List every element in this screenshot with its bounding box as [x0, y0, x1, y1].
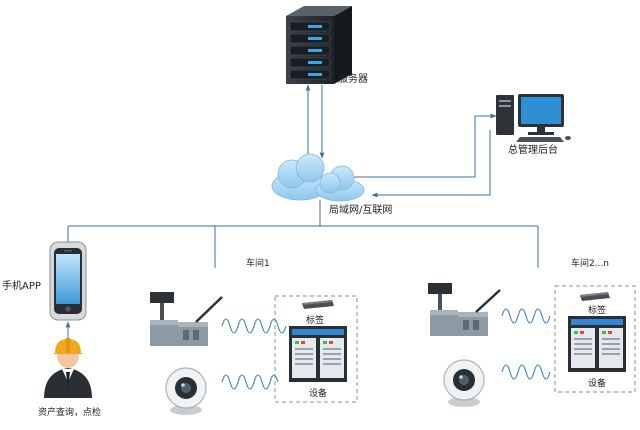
rfid-tag-icon — [302, 300, 334, 309]
device-box — [554, 285, 636, 393]
rfid-tag-icon — [580, 292, 610, 301]
workshop1-label: 车间1 — [246, 257, 270, 269]
device1-label: 设备 — [309, 387, 327, 399]
device2-label: 设备 — [588, 377, 606, 389]
server-label: 服务器 — [338, 72, 368, 85]
cloud-to-admin-arrow — [350, 113, 497, 178]
server-icon — [286, 6, 352, 84]
signal-wave — [501, 308, 551, 324]
worker-icon — [44, 338, 92, 398]
admin-to-cloud-arrow — [371, 130, 491, 198]
desktop-computer-icon — [496, 94, 571, 142]
webcam-icon — [165, 367, 207, 415]
signal-wave — [221, 374, 279, 390]
tag1-label: 标签 — [306, 314, 324, 326]
equipment-cabinet-icon — [568, 316, 626, 372]
connection-lines — [65, 84, 539, 344]
admin-label: 总管理后台 — [508, 143, 558, 156]
network-label: 局域网/互联网 — [329, 203, 392, 216]
workshop1-group: 车间1 标签 — [150, 257, 358, 415]
webcam-icon — [443, 359, 485, 407]
rfid-reader-icon — [428, 283, 501, 336]
signal-wave — [501, 364, 551, 380]
device-box — [274, 295, 358, 403]
phone-label: 手机APP — [2, 279, 41, 292]
equipment-cabinet-icon — [289, 326, 347, 382]
person-label: 资产查询，点检 — [38, 406, 101, 418]
tag2-label: 标签 — [588, 304, 606, 316]
cloud-icon — [271, 153, 365, 202]
signal-wave — [221, 318, 287, 334]
workshop2-group: 车间2...n 标 — [428, 257, 636, 407]
workshop2-label: 车间2...n — [571, 257, 609, 269]
smartphone-icon — [49, 241, 87, 321]
rfid-reader-icon — [150, 292, 223, 346]
